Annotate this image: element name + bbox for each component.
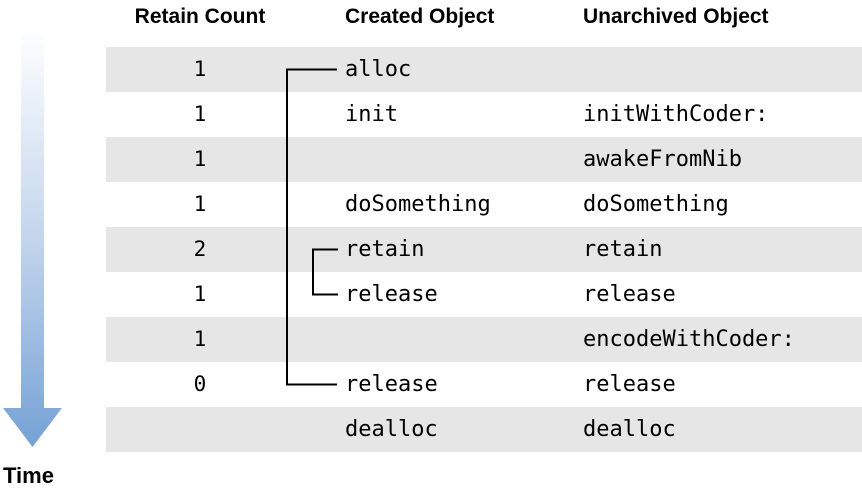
table-row: dealloc dealloc	[106, 407, 862, 452]
unarchived-object-message: release	[583, 282, 676, 307]
header-unarchived-object: Unarchived Object	[583, 5, 769, 28]
time-axis-label: Time	[3, 463, 54, 488]
retain-count-value	[106, 407, 294, 452]
table-row: 1 doSomething doSomething	[106, 182, 862, 227]
unarchived-object-message: release	[583, 372, 676, 397]
table-row: 1 encodeWithCoder:	[106, 317, 862, 362]
unarchived-object-message: retain	[583, 237, 663, 262]
header-retain-count: Retain Count	[134, 5, 266, 28]
retain-count-value: 2	[193, 237, 207, 261]
created-object-message: doSomething	[345, 192, 491, 217]
unarchived-object-message: doSomething	[583, 192, 729, 217]
unarchived-object-message: awakeFromNib	[583, 147, 742, 172]
table-row: 1 release release	[106, 272, 862, 317]
created-object-message: release	[345, 372, 438, 397]
created-object-message: release	[345, 282, 438, 307]
retain-count-value: 0	[193, 372, 207, 396]
unarchived-object-message: dealloc	[583, 417, 676, 442]
unarchived-object-message: encodeWithCoder:	[583, 327, 795, 352]
table-row: 2 retain retain	[106, 227, 862, 272]
header-created-object: Created Object	[345, 5, 495, 28]
table-row: 1 awakeFromNib	[106, 137, 862, 182]
created-object-message: retain	[345, 237, 425, 262]
retain-count-value: 1	[193, 282, 207, 306]
retain-count-value: 1	[193, 192, 207, 216]
retain-count-value: 1	[193, 102, 207, 126]
table-row: 0 release release	[106, 362, 862, 407]
retain-count-value: 1	[193, 327, 207, 351]
created-object-message: init	[345, 102, 398, 127]
retain-count-value: 1	[193, 147, 207, 171]
created-object-message: alloc	[345, 57, 412, 82]
created-object-message: dealloc	[345, 417, 438, 442]
time-down-arrow-icon	[3, 31, 62, 447]
table-row: 1 init initWithCoder:	[106, 92, 862, 137]
retain-count-value: 1	[193, 57, 207, 81]
unarchived-object-message: initWithCoder:	[583, 102, 769, 127]
table-row: 1 alloc	[106, 47, 862, 92]
lifecycle-table: 1 alloc 1 init initWithCoder: 1 awakeFro…	[106, 47, 862, 452]
